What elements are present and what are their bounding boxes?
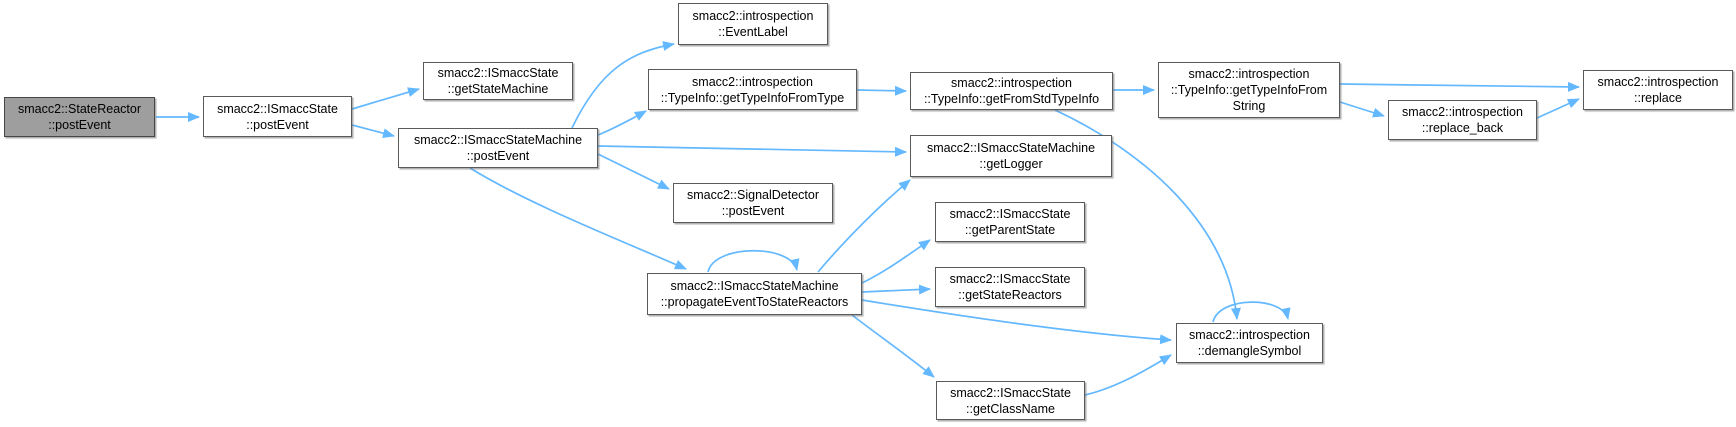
- edge-typeinfo-get-type-info-from-string-to-introspection-replace-back: [1339, 101, 1385, 118]
- node-label-line: ::EventLabel: [718, 25, 788, 39]
- node-label-line: smacc2::ISmaccState: [217, 101, 338, 116]
- node-label-line: smacc2::introspection: [692, 74, 813, 89]
- edge-ismacc-state-machine-post-event-to-ismacc-state-machine-get-logger: [597, 145, 907, 157]
- node-label-line: ::getLogger: [979, 157, 1043, 171]
- node-label-line: ::TypeInfo::getTypeInfoFrom: [1170, 83, 1328, 97]
- node-label-line: ::replace: [1634, 91, 1682, 105]
- edge-ismacc-state-get-class-name-to-introspection-demangle-symbol: [1084, 354, 1172, 396]
- graph-node-ismacc-state-get-parent-state[interactable]: smacc2::ISmaccState::getParentState: [935, 202, 1085, 242]
- graph-node-introspection-replace[interactable]: smacc2::introspection::replace: [1583, 70, 1733, 110]
- graph-node-ismacc-state-get-class-name[interactable]: smacc2::ISmaccState::getClassName: [936, 381, 1085, 420]
- edge-ismacc-state-machine-post-event-to-propagate-event-to-state-reactors: [469, 167, 687, 270]
- graph-node-introspection-replace-back[interactable]: smacc2::introspection::replace_back: [1388, 100, 1537, 140]
- edge-propagate-event-to-state-reactors-to-introspection-demangle-symbol: [861, 299, 1172, 345]
- node-label-line: smacc2::ISmaccState: [437, 66, 559, 80]
- node-label-line: smacc2::introspection: [1188, 67, 1310, 81]
- node-label-line: smacc2::introspection: [692, 9, 814, 23]
- edge-ismacc-state-machine-post-event-to-signal-detector-post-event: [597, 153, 670, 190]
- graph-node-signal-detector-post-event[interactable]: smacc2::SignalDetector::postEvent: [673, 183, 833, 223]
- node-label-line: smacc2::introspection: [1189, 328, 1310, 342]
- edge-ismacc-state-machine-post-event-to-typeinfo-get-type-info-from-type: [597, 110, 647, 136]
- graph-node-ismacc-state-get-state-reactors[interactable]: smacc2::ISmaccState::getStateReactors: [935, 267, 1085, 307]
- edge-introspection-replace-back-to-introspection-replace: [1536, 98, 1580, 119]
- node-label-line: ::getParentState: [964, 223, 1056, 237]
- edge-group: [156, 41, 1580, 396]
- graph-node-state-reactor-post-event: smacc2::StateReactor::postEvent: [4, 97, 155, 137]
- edge-ismacc-state-post-event-to-ismacc-state-machine-post-event: [351, 124, 395, 139]
- edge-propagate-event-to-state-reactors-to-ismacc-state-get-state-reactors: [861, 284, 931, 295]
- node-label-line: smacc2::ISmaccState: [950, 385, 1071, 400]
- node-label-line: smacc2::introspection: [1597, 75, 1719, 89]
- node-label-line: ::postEvent: [246, 117, 309, 132]
- graph-node-ismacc-state-get-state-machine[interactable]: smacc2::ISmaccState::getStateMachine: [423, 62, 573, 100]
- edge-propagate-event-to-state-reactors-to-propagate-event-to-state-reactors: [707, 249, 800, 273]
- graph-node-ismacc-state-post-event[interactable]: smacc2::ISmaccState::postEvent: [203, 96, 352, 137]
- edge-propagate-event-to-state-reactors-to-ismacc-state-get-parent-state: [861, 239, 931, 284]
- node-label-line: smacc2::ISmaccState: [949, 272, 1071, 286]
- node-label-line: ::replace_back: [1421, 121, 1504, 135]
- edge-propagate-event-to-state-reactors-to-ismacc-state-get-class-name: [851, 314, 935, 378]
- graph-node-propagate-event-to-state-reactors[interactable]: smacc2::ISmaccStateMachine::propagateEve…: [647, 273, 862, 315]
- node-label-line: ::propagateEventToStateReactors: [660, 295, 849, 309]
- node-label-line: smacc2::SignalDetector: [686, 188, 819, 202]
- node-label-line: String: [1232, 99, 1266, 113]
- node-label-line: smacc2::StateReactor: [18, 102, 141, 116]
- graph-node-ismacc-state-machine-post-event[interactable]: smacc2::ISmaccStateMachine::postEvent: [398, 128, 598, 168]
- graph-node-typeinfo-get-type-info-from-string[interactable]: smacc2::introspection::TypeInfo::getType…: [1158, 62, 1340, 118]
- graph-node-introspection-event-label[interactable]: smacc2::introspection::EventLabel: [678, 3, 828, 45]
- edge-propagate-event-to-state-reactors-to-ismacc-state-machine-get-logger: [817, 179, 911, 273]
- node-label-line: smacc2::ISmaccStateMachine: [413, 133, 583, 147]
- node-label-line: ::postEvent: [466, 149, 530, 163]
- graph-node-ismacc-state-machine-get-logger[interactable]: smacc2::ISmaccStateMachine::getLogger: [910, 135, 1112, 177]
- node-label-line: smacc2::ISmaccState: [949, 207, 1071, 221]
- node-label-line: ::postEvent: [721, 204, 785, 218]
- node-label-line: smacc2::ISmaccStateMachine: [926, 141, 1096, 155]
- node-label-line: ::getStateReactors: [958, 288, 1062, 302]
- graph-node-typeinfo-get-type-info-from-type[interactable]: smacc2::introspection::TypeInfo::getType…: [648, 69, 857, 110]
- graph-node-typeinfo-get-from-std-type-info[interactable]: smacc2::introspection::TypeInfo::getFrom…: [910, 72, 1113, 110]
- edge-ismacc-state-machine-post-event-to-introspection-event-label: [571, 41, 675, 129]
- node-label-line: smacc2::introspection: [1402, 105, 1523, 119]
- edge-typeinfo-get-type-info-from-type-to-typeinfo-get-from-std-type-info: [856, 85, 907, 96]
- node-label-line: ::getClassName: [966, 401, 1055, 416]
- node-label-line: ::postEvent: [48, 118, 111, 132]
- node-label-line: ::TypeInfo::getFromStdTypeInfo: [923, 92, 1100, 106]
- graph-node-introspection-demangle-symbol[interactable]: smacc2::introspection::demangleSymbol: [1176, 323, 1323, 363]
- edge-introspection-demangle-symbol-to-introspection-demangle-symbol: [1212, 301, 1291, 323]
- edge-ismacc-state-post-event-to-ismacc-state-get-state-machine: [351, 87, 420, 110]
- edge-typeinfo-get-type-info-from-string-to-introspection-replace: [1339, 81, 1580, 92]
- node-label-line: ::TypeInfo::getTypeInfoFromType: [660, 90, 845, 105]
- edge-typeinfo-get-from-std-type-info-to-introspection-demangle-symbol: [1054, 109, 1241, 320]
- node-label-line: ::getStateMachine: [447, 82, 549, 96]
- node-label-line: ::demangleSymbol: [1197, 344, 1302, 358]
- node-label-line: smacc2::ISmaccStateMachine: [670, 279, 839, 293]
- node-label-line: smacc2::introspection: [951, 76, 1072, 90]
